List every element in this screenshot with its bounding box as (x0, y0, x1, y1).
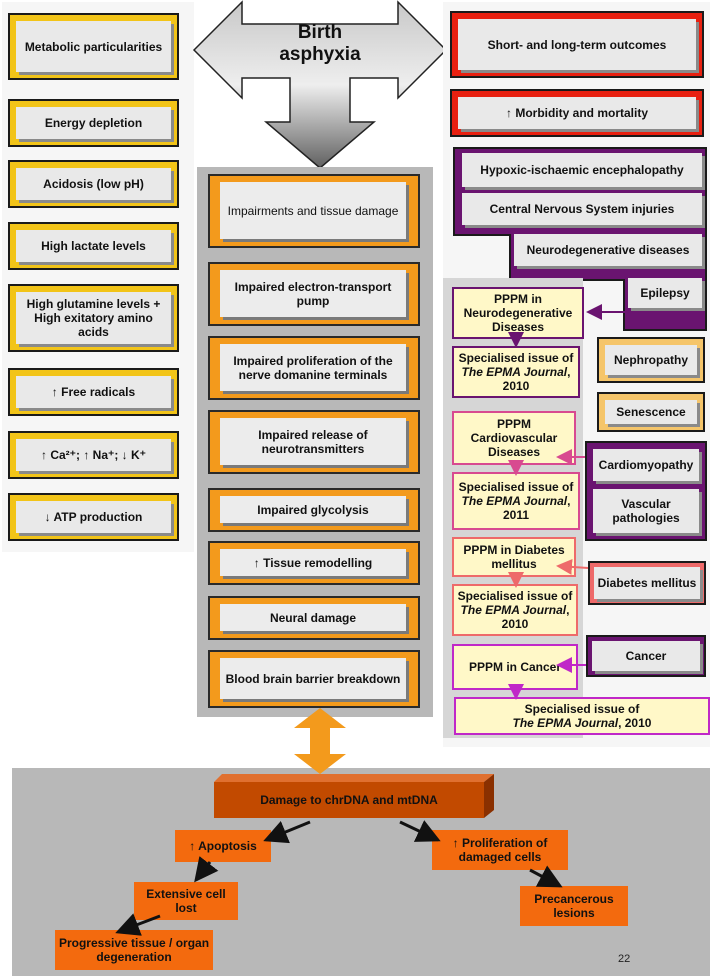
center-box-glycolysis: Impaired glycolysis (208, 488, 420, 532)
issue-neuro-box: Specialised issue of The EPMA Journal, 2… (452, 346, 580, 398)
left-box-label: High glutamine levels + High exitatory a… (16, 292, 171, 344)
page-number: 22 (618, 953, 631, 965)
issue-journal: The EPMA Journal (512, 716, 619, 730)
left-box-label: Acidosis (low pH) (16, 168, 171, 200)
issue-neuro-label: Specialised issue of The EPMA Journal, 2… (456, 351, 576, 393)
left-box-lactate: High lactate levels (8, 222, 179, 270)
epilepsy-box: Epilepsy (628, 278, 702, 308)
issue-year: , 2010 (502, 365, 571, 393)
center-box-label: ↑ Tissue remodelling (220, 549, 406, 576)
left-box-metabolic: Metabolic particularities (8, 13, 179, 80)
left-box-label: ↓ ATP production (16, 501, 171, 533)
center-box-electron: Impaired electron-transport pump (208, 262, 420, 326)
nephropathy-box: Nephropathy (597, 337, 705, 383)
neurodeg-box: Neurodegenerative diseases (514, 234, 702, 266)
left-box-label: High lactate levels (16, 230, 171, 262)
center-box-label: Impaired release of neurotransmitters (220, 418, 406, 465)
vascular-box: Vascular pathologies (593, 489, 699, 533)
morbidity-label: ↑ Morbidity and mortality (458, 97, 696, 129)
outcomes-box: Short- and long-term outcomes (450, 11, 704, 78)
issue-diab-box: Specialised issue of The EPMA Journal, 2… (452, 584, 578, 636)
hie-box: Hypoxic-ischaemic encephalopathy (462, 153, 702, 187)
pppm-neuro-box: PPPM in Neurodegenerative Diseases (452, 287, 584, 339)
birth-asphyxia-arrow (192, 0, 448, 169)
left-box-ions: ↑ Ca²⁺; ↑ Na⁺; ↓ K⁺ (8, 431, 179, 479)
arrow-cell-lost-to-degeneration (115, 913, 161, 936)
pppm-cancer-box: PPPM in Cancer (452, 644, 578, 690)
issue-cardio-box: Specialised issue of The EPMA Journal, 2… (452, 472, 580, 530)
dna-box-3d (214, 774, 494, 818)
issue-prefix: Specialised issue of (457, 589, 573, 603)
arrow-diab-to-pppm (556, 558, 589, 575)
morbidity-box: ↑ Morbidity and mortality (450, 89, 704, 137)
left-box-atp: ↓ ATP production (8, 493, 179, 541)
left-box-label: ↑ Ca²⁺; ↑ Na⁺; ↓ K⁺ (16, 439, 171, 471)
cell-lost-box: Extensive cell lost (134, 882, 238, 920)
issue-year: , 2010 (501, 603, 570, 631)
left-box-free-radicals: ↑ Free radicals (8, 368, 179, 416)
pppm-diab-box: PPPM in Diabetes mellitus (452, 537, 576, 577)
issue-year: , 2011 (502, 494, 571, 522)
issue-cardio-label: Specialised issue of The EPMA Journal, 2… (456, 480, 576, 522)
left-box-label: Metabolic particularities (16, 21, 171, 72)
arrow-dna-to-proliferation (399, 820, 441, 842)
center-box-label: Impairments and tissue damage (220, 182, 406, 239)
double-arrow (294, 708, 346, 774)
pppm-neuro-label: PPPM in Neurodegenerative Diseases (463, 292, 573, 334)
left-box-energy: Energy depletion (8, 99, 179, 147)
center-title: Birth asphyxia (279, 22, 361, 65)
left-box-acidosis: Acidosis (low pH) (8, 160, 179, 208)
senescence-label: Senescence (605, 400, 697, 424)
cancer-box: Cancer (586, 635, 706, 677)
center-box-remodelling: ↑ Tissue remodelling (208, 541, 420, 585)
center-box-label: Impaired glycolysis (220, 496, 406, 523)
center-box-label: Neural damage (220, 604, 406, 631)
issue-year: , 2010 (618, 716, 652, 730)
cancer-label: Cancer (592, 641, 700, 671)
left-box-glutamine: High glutamine levels + High exitatory a… (8, 284, 179, 352)
pppm-cardio-label: PPPM Cardiovascular Diseases (470, 417, 558, 459)
issue-prefix: Specialised issue of (458, 351, 574, 365)
apoptosis-box: ↑ Apoptosis (175, 830, 271, 862)
center-box-bbb: Blood brain barrier breakdown (208, 650, 420, 708)
cardiomyopathy-box: Cardiomyopathy (593, 449, 699, 481)
left-box-label: ↑ Free radicals (16, 376, 171, 408)
pppm-cardio-box: PPPM Cardiovascular Diseases (452, 411, 576, 465)
pppm-cancer-label: PPPM in Cancer (468, 660, 562, 674)
diabetes-label: Diabetes mellitus (594, 567, 700, 599)
issue-journal: The EPMA Journal (460, 603, 567, 617)
issue-diab-label: Specialised issue of The EPMA Journal, 2… (456, 589, 574, 631)
cns-box: Central Nervous System injuries (462, 193, 702, 225)
senescence-box: Senescence (597, 392, 705, 432)
dna-label: Damage to chrDNA and mtDNA (260, 793, 438, 807)
issue-prefix: Specialised issue of (458, 480, 574, 494)
outcomes-label: Short- and long-term outcomes (458, 19, 696, 70)
center-box-label: Blood brain barrier breakdown (220, 658, 406, 699)
diabetes-box: Diabetes mellitus (588, 561, 706, 605)
center-box-proliferation: Impaired proliferation of the nerve doma… (208, 336, 420, 400)
proliferation-box: ↑ Proliferation of damaged cells (432, 830, 568, 870)
center-box-label: Impaired electron-transport pump (220, 270, 406, 317)
center-box-neural: Neural damage (208, 596, 420, 640)
arrow-dna-to-apoptosis (263, 820, 311, 844)
issue-prefix: Specialised issue of (524, 702, 640, 716)
precancerous-box: Precancerous lesions (520, 886, 628, 926)
issue-journal: The EPMA Journal (461, 365, 568, 379)
center-box-release: Impaired release of neurotransmitters (208, 410, 420, 474)
arrow-apoptosis-to-cell-lost (194, 856, 219, 883)
left-box-label: Energy depletion (16, 107, 171, 139)
nephropathy-label: Nephropathy (605, 345, 697, 375)
issue-journal: The EPMA Journal (461, 494, 568, 508)
center-box-impairments: Impairments and tissue damage (208, 174, 420, 248)
center-box-label: Impaired proliferation of the nerve doma… (220, 344, 406, 391)
degeneration-box: Progressive tissue / organ degeneration (55, 930, 213, 970)
arrow-proliferation-to-precancerous (529, 865, 563, 888)
pppm-diab-label: PPPM in Diabetes mellitus (463, 543, 565, 571)
arrow-shape (192, 0, 448, 169)
